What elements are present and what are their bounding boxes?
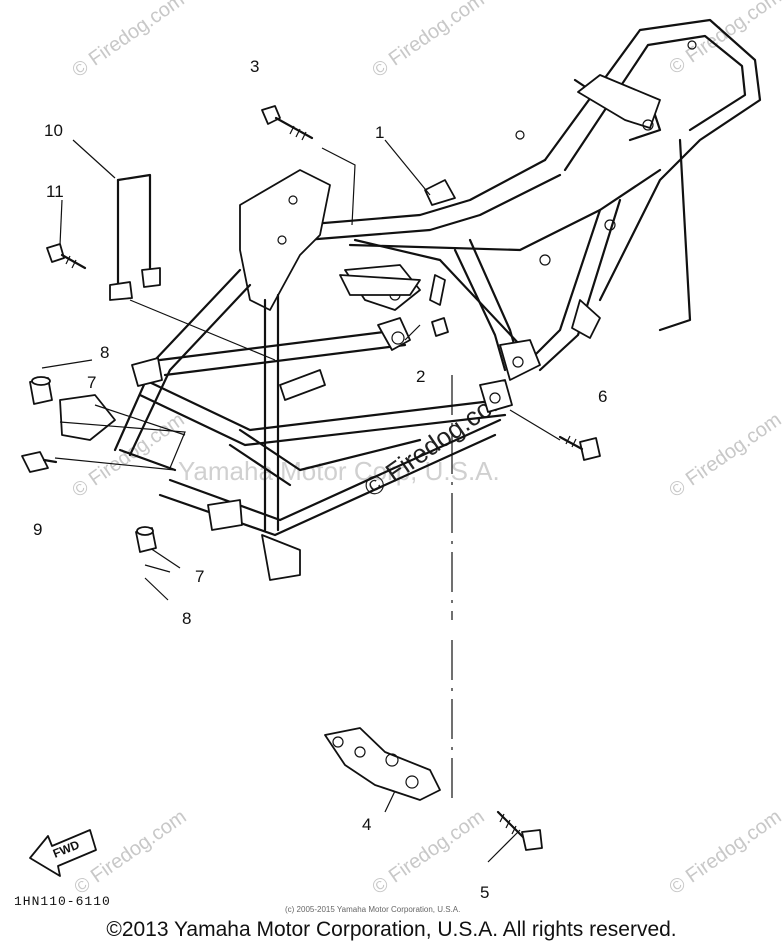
- part-7-collar-upper: [29, 376, 53, 405]
- watermark-firedog-7: © Firedog.com: [368, 806, 488, 899]
- watermark-firedog-5: © Firedog.com: [665, 409, 783, 502]
- callout-labels: 1 2 3 4 5 6 7 7 8 8 9 10 11: [33, 57, 607, 902]
- callout-6: 6: [598, 387, 607, 406]
- part-7-collar-lower: [135, 526, 157, 553]
- frame-assembly: [59, 18, 762, 581]
- callout-7-upper: 7: [87, 373, 96, 392]
- part-4-engine-mount: [324, 727, 441, 801]
- callout-7-lower: 7: [195, 567, 204, 586]
- callout-2: 2: [416, 367, 425, 386]
- leader-lines: [41, 139, 561, 863]
- callout-1: 1: [375, 123, 384, 142]
- watermark-layer: © Firedog.com © Firedog.com © Firedog.co…: [68, 0, 783, 899]
- copyright-notice: ©2013 Yamaha Motor Corporation, U.S.A. A…: [106, 918, 677, 941]
- part-11-bolt: [46, 243, 87, 270]
- watermark-firedog-2: © Firedog.com: [368, 0, 488, 82]
- callout-11: 11: [46, 182, 64, 201]
- small-copyright: (c) 2005-2015 Yamaha Motor Corporation, …: [285, 905, 460, 914]
- part-3-bolt: [261, 105, 314, 141]
- diagram-code: 1HN110-6110: [14, 894, 111, 909]
- callout-3: 3: [250, 57, 259, 76]
- part-10-bracket: [109, 173, 161, 301]
- part-9-bolt: [21, 451, 58, 473]
- part-6-bolt: [558, 435, 601, 461]
- callout-9: 9: [33, 520, 42, 539]
- callout-10: 10: [44, 121, 63, 140]
- watermark-firedog-1: © Firedog.com: [68, 0, 188, 82]
- watermark-firedog-8: © Firedog.com: [665, 806, 783, 899]
- fwd-arrow-icon: FWD: [29, 829, 97, 877]
- callout-8-lower: 8: [182, 609, 191, 628]
- callout-8-upper: 8: [100, 343, 109, 362]
- callout-5: 5: [480, 883, 489, 902]
- part-2-nut: [431, 317, 449, 337]
- callout-4: 4: [362, 815, 371, 834]
- part-5-bolt: [496, 810, 543, 851]
